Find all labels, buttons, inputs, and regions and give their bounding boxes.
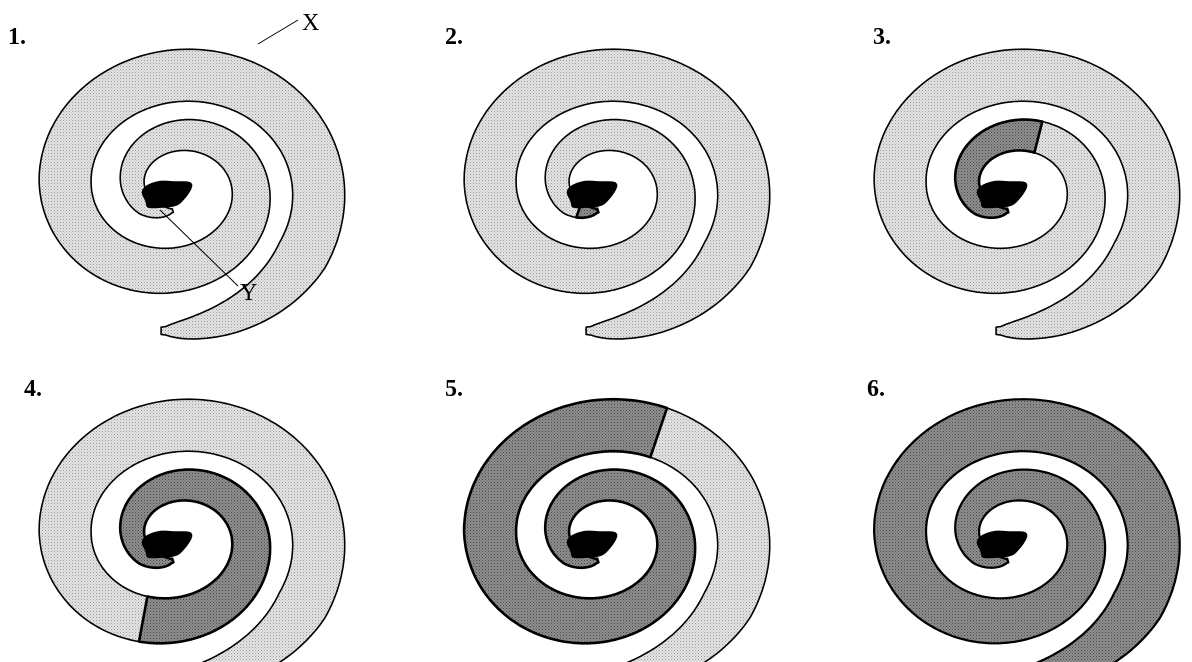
callout-x-label: X bbox=[302, 10, 319, 36]
panel-label: 6. bbox=[867, 376, 885, 402]
panel-3: 3. bbox=[873, 24, 1180, 339]
panel-1: 1. bbox=[8, 24, 345, 339]
callout-x-leader bbox=[258, 20, 298, 44]
callout-x: X bbox=[258, 10, 319, 44]
panel-label: 4. bbox=[24, 376, 42, 402]
spiral-core bbox=[977, 181, 1028, 209]
panel-label: 5. bbox=[445, 376, 463, 402]
panel-5: 5. bbox=[445, 376, 770, 662]
spiral-core bbox=[142, 531, 193, 559]
panel-2: 2. bbox=[445, 24, 770, 339]
callout-y-label: Y bbox=[240, 280, 257, 306]
spiral-filled-region bbox=[874, 399, 1180, 662]
spiral-core bbox=[142, 181, 193, 209]
panel-6: 6. bbox=[867, 376, 1180, 662]
spiral-core bbox=[567, 181, 618, 209]
spiral-core bbox=[567, 531, 618, 559]
spiral-core bbox=[977, 531, 1028, 559]
panel-label: 3. bbox=[873, 24, 891, 50]
panel-label: 1. bbox=[8, 24, 26, 50]
panel-label: 2. bbox=[445, 24, 463, 50]
spiral-filled-region bbox=[120, 470, 270, 644]
panel-4: 4. bbox=[24, 376, 345, 662]
